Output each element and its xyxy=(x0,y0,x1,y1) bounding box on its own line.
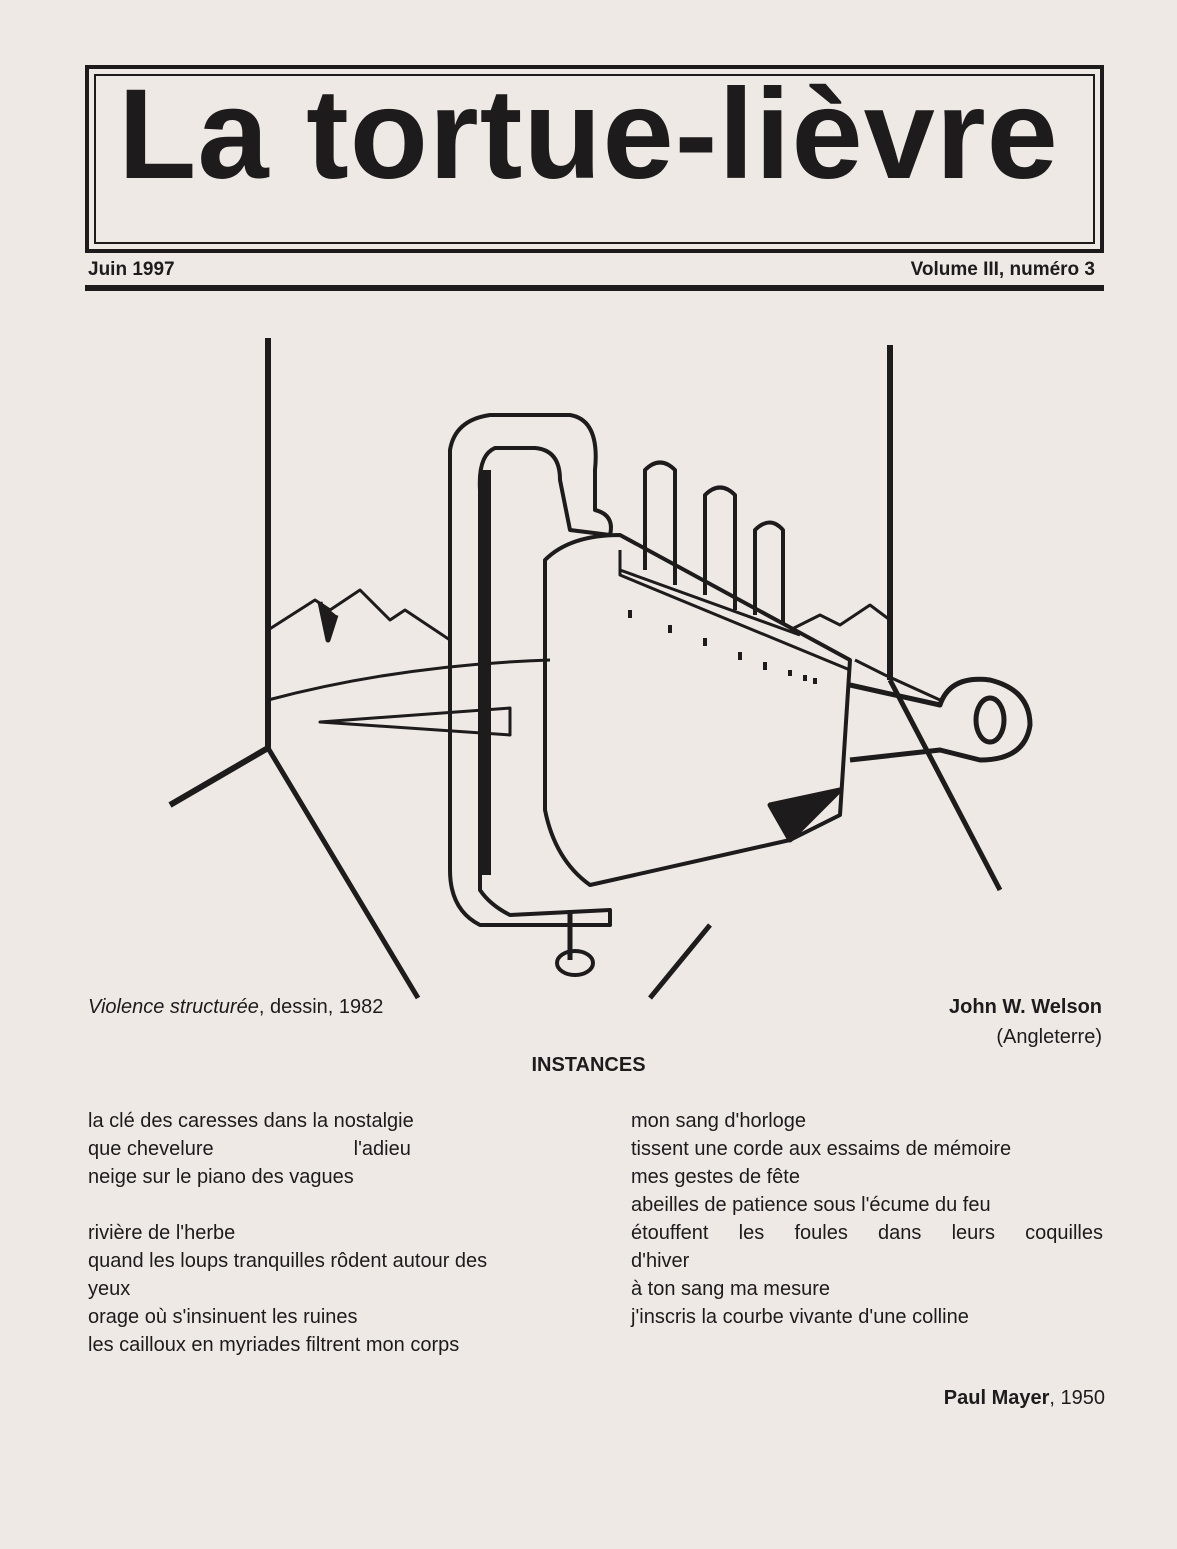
poem-line: mon sang d'horloge xyxy=(631,1110,807,1132)
poem-right-column: mon sang d'horloge tissent une corde aux… xyxy=(631,1107,1103,1331)
masthead-rule xyxy=(85,285,1104,291)
masthead-title: La tortue-lièvre xyxy=(118,63,1059,206)
poem-line: mes gestes de fête xyxy=(631,1166,800,1188)
drawing-violence-structuree xyxy=(168,338,1033,1000)
poem-left-column: la clé des caresses dans la nostalgie qu… xyxy=(88,1107,563,1359)
artwork-title: Violence structurée xyxy=(88,996,259,1018)
poem-title: INSTANCES xyxy=(531,1054,646,1076)
poem-line: orage où s'insinuent les ruines xyxy=(88,1306,358,1328)
poem-line: j'inscris la courbe vivante d'une collin… xyxy=(631,1306,969,1328)
poem-line: la clé des caresses dans la nostalgie xyxy=(88,1110,414,1132)
poem-line: à ton sang ma mesure xyxy=(631,1278,830,1300)
masthead-frame xyxy=(85,65,1104,253)
artwork-caption: Violence structurée, dessin, 1982 xyxy=(88,996,383,1019)
poem-line: yeux xyxy=(88,1278,131,1300)
poem-line: étouffent les foules dans leurs coquille… xyxy=(631,1222,1103,1244)
poem-year: , 1950 xyxy=(1049,1387,1105,1409)
artist-name: John W. Welson xyxy=(949,996,1102,1018)
issue-date: Juin 1997 xyxy=(88,259,175,280)
poem-author: Paul Mayer xyxy=(943,1387,1050,1409)
artwork-caption-details: , dessin, 1982 xyxy=(258,996,384,1018)
artist-country: (Angleterre) xyxy=(996,1026,1102,1048)
poem-line: d'hiver xyxy=(631,1250,690,1272)
poem-attribution: Paul Mayer, 1950 xyxy=(944,1387,1105,1410)
poem-line: que chevelure l'adieu xyxy=(88,1135,563,1163)
poem-line: rivière de l'herbe xyxy=(88,1222,236,1244)
poem-line: tissent une corde aux essaims de mémoire xyxy=(631,1138,1012,1160)
poem-line: les cailloux en myriades filtrent mon co… xyxy=(88,1334,460,1356)
poem-line: quand les loups tranquilles rôdent autou… xyxy=(88,1250,488,1272)
poem-line: abeilles de patience sous l'écume du feu xyxy=(631,1194,991,1216)
issue-number: Volume III, numéro 3 xyxy=(910,259,1095,280)
poem-line-part: que chevelure xyxy=(88,1138,214,1160)
poem-line-part: l'adieu xyxy=(353,1138,411,1160)
poem-line: neige sur le piano des vagues xyxy=(88,1166,354,1188)
